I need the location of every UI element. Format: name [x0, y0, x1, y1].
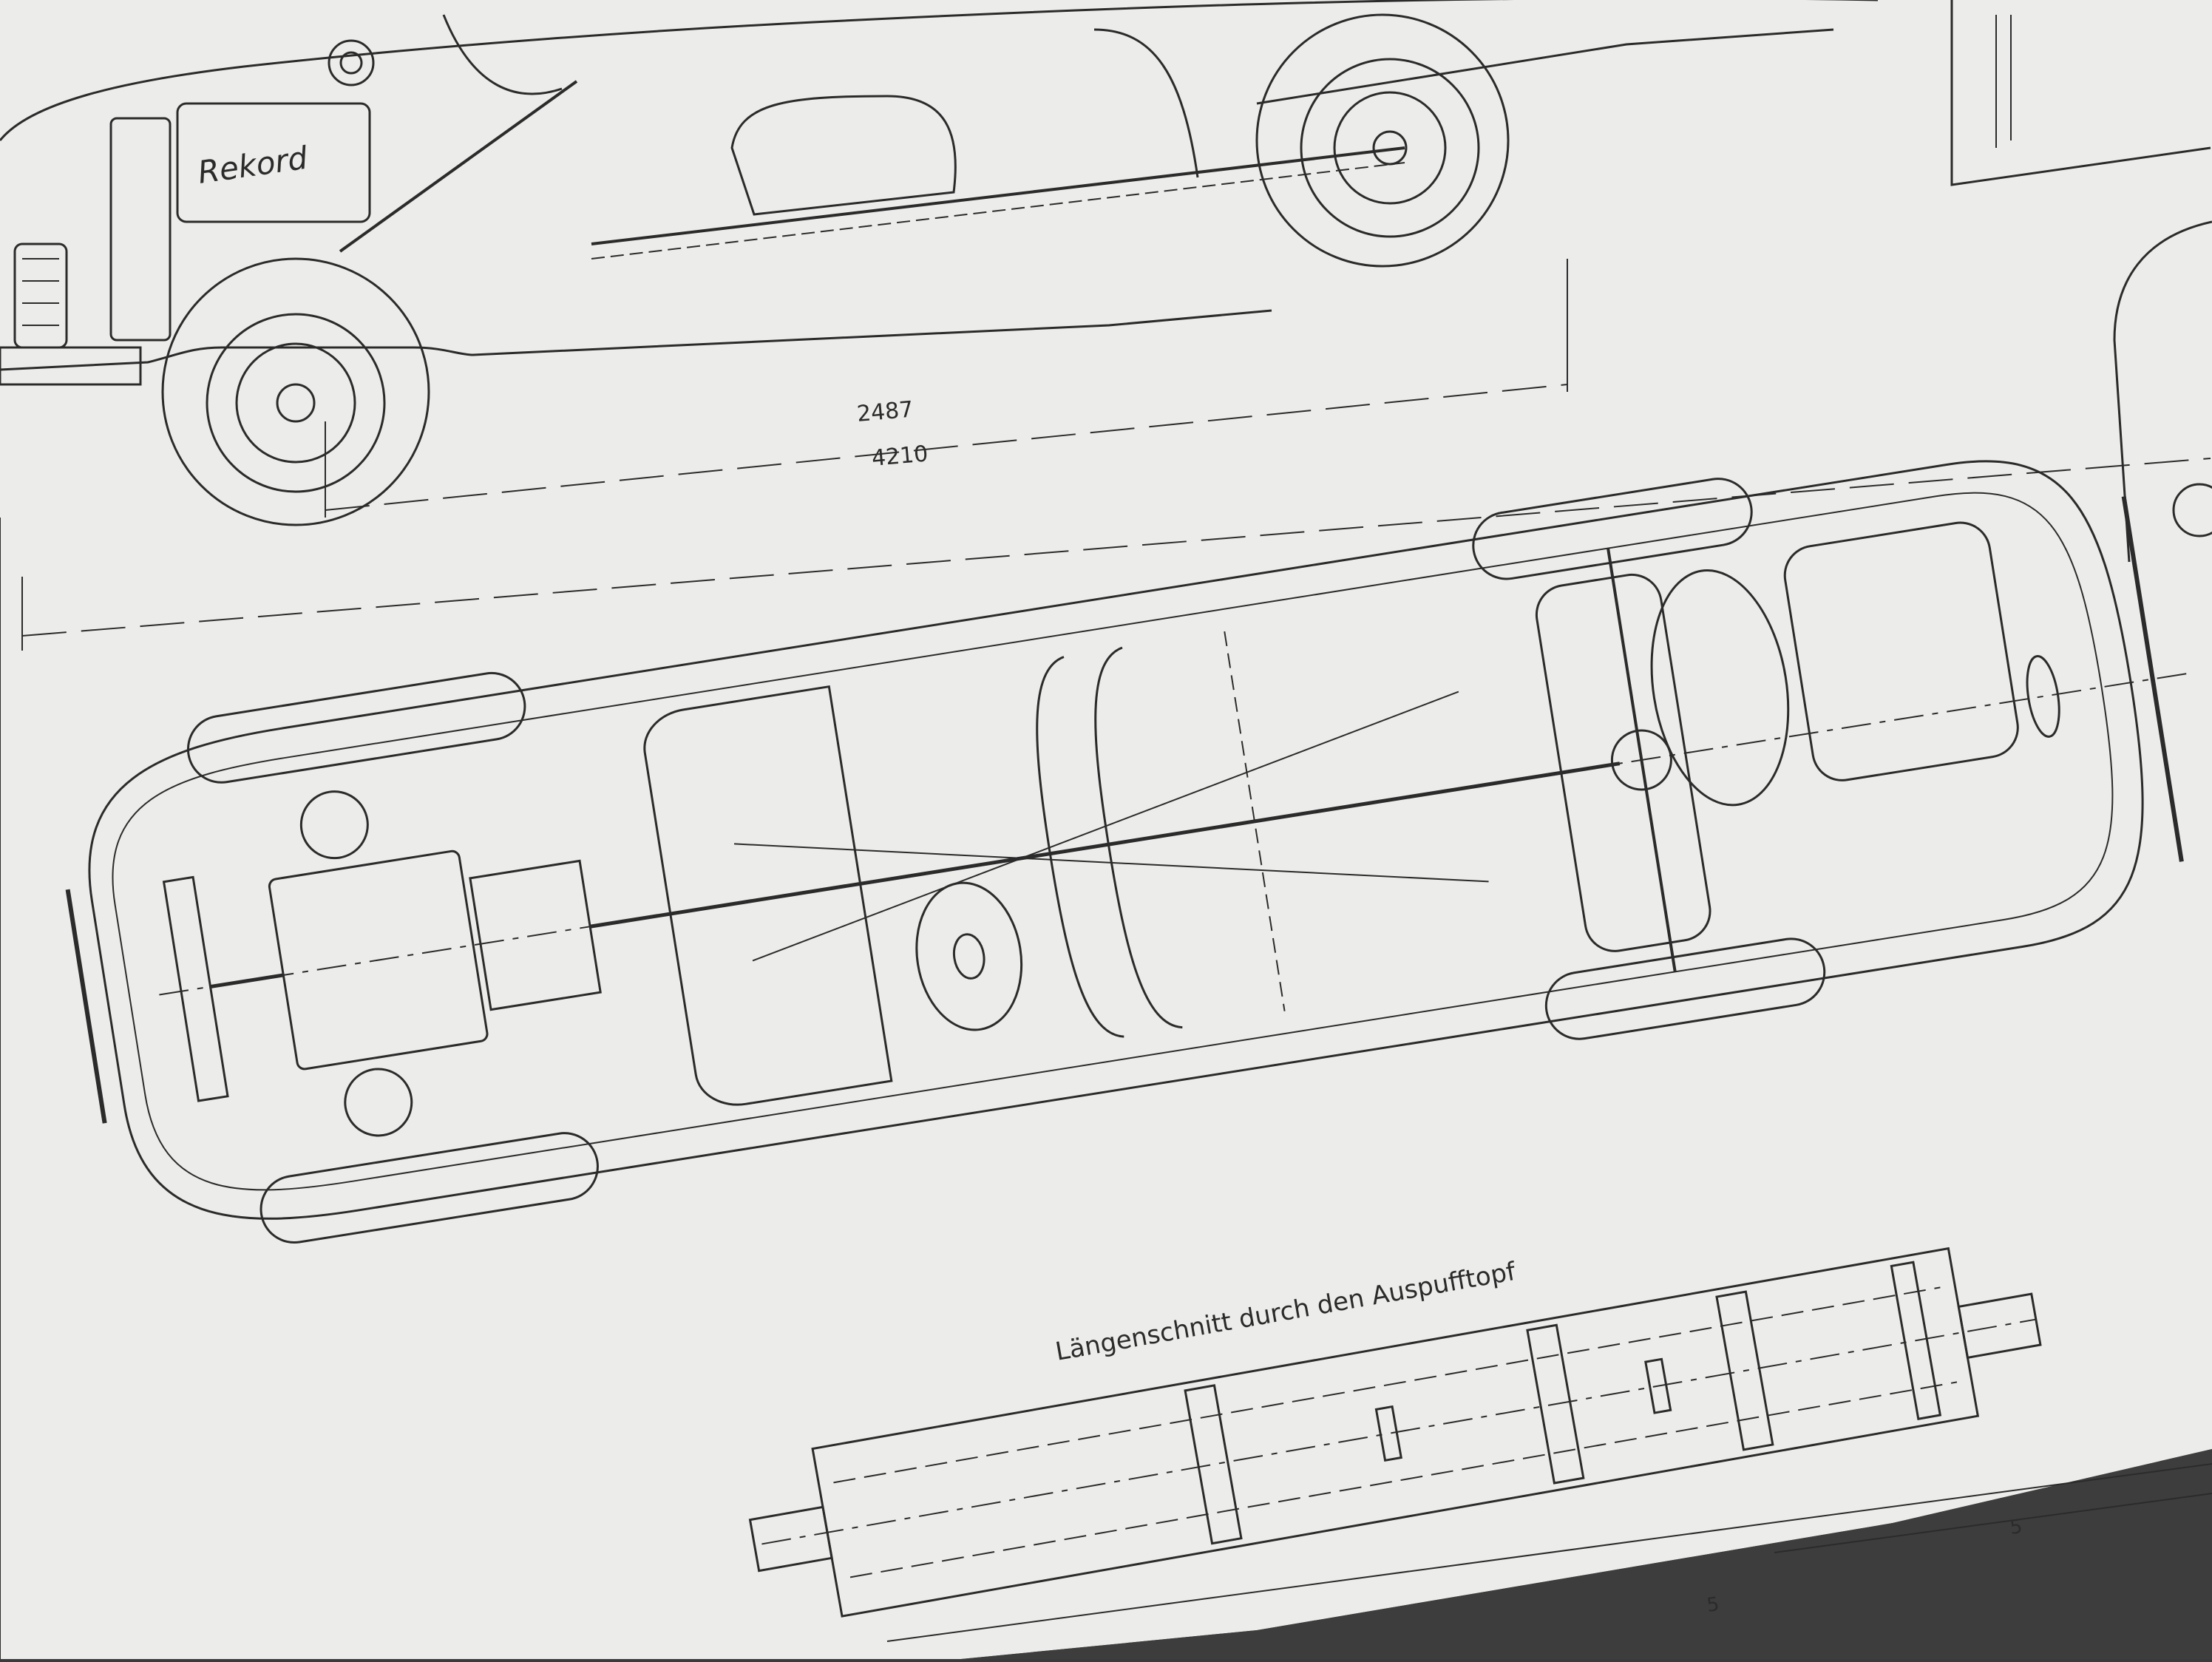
muffler-inlet-pipe	[748, 1505, 833, 1573]
scale-rule-line-1	[886, 1463, 2212, 1642]
scale-rule	[886, 1463, 2212, 1642]
muffler-baffle-1	[1184, 1384, 1243, 1545]
muffler-end-cap	[1890, 1261, 1942, 1420]
rear-spring	[1256, 28, 1834, 105]
rear-wheel-rim	[1333, 91, 1447, 205]
plan-spare-wheel	[1650, 569, 1790, 807]
front-bumper	[0, 346, 142, 386]
plan-steering-hub	[952, 933, 985, 980]
muffler-perforation-2	[1644, 1357, 1672, 1414]
plan-front-left-wheel	[186, 671, 526, 784]
muffler-inner-pipes	[833, 1286, 1958, 1578]
rear-view-fragment	[1950, 0, 2211, 186]
rear-wheel	[1300, 58, 1480, 238]
muffler-outlet-pipe	[1957, 1292, 2042, 1360]
air-filter	[328, 39, 375, 87]
propeller-shaft	[591, 146, 1405, 245]
muffler-baffle-3	[1715, 1290, 1774, 1451]
wheelbase-extension-lines	[325, 259, 1568, 518]
plan-differential	[1610, 729, 1672, 791]
plan-firewall-area	[643, 685, 893, 1106]
plan-brake-cables	[733, 691, 1489, 962]
plan-view-drawing	[65, 460, 2190, 1244]
plan-front-right-wheel	[259, 1132, 599, 1244]
front-wheel-hub	[276, 383, 316, 423]
propeller-shaft-centerline	[591, 162, 1405, 260]
steering-column	[339, 80, 578, 253]
muffler-baffle-2	[1526, 1323, 1585, 1485]
front-view-headlamp	[2172, 483, 2212, 537]
side-view-drawing	[0, 0, 2212, 651]
length-dimension-line	[21, 458, 2211, 637]
plan-rear-axle	[1607, 548, 1677, 972]
wheelbase-dimension-text: 2487	[856, 396, 915, 427]
plan-front-bumper	[65, 889, 107, 1124]
radiator	[109, 117, 172, 342]
rear-seat-side	[1093, 28, 1199, 178]
plan-rear-left-wheel	[1472, 478, 1753, 580]
plan-centerline	[159, 672, 2190, 996]
engine-block	[176, 102, 371, 223]
side-roofline	[0, 0, 1878, 141]
rear-wheel-arch	[1255, 13, 1510, 268]
plan-rear-right-wheel	[1544, 937, 1826, 1040]
front-view-fragment	[2113, 220, 2212, 563]
muffler-section-drawing	[748, 1246, 2042, 1618]
plan-rear-bumper	[2121, 496, 2184, 862]
muffler-perforation-1	[1374, 1405, 1402, 1462]
plan-front-left-suspension	[299, 790, 369, 860]
wheelbase-dimension-line	[325, 384, 1568, 511]
front-seat-side	[730, 95, 957, 216]
front-wheel	[206, 313, 386, 493]
front-wheel-rim	[235, 342, 356, 464]
scale-mark-1: 5	[1706, 1593, 1721, 1617]
scale-mark-2: 5	[2009, 1516, 2024, 1539]
overall-length-dimension-text: 4210	[871, 441, 929, 472]
steering-wheel-side	[442, 14, 563, 95]
plan-trunk-lid	[1783, 521, 2019, 781]
rear-view-detail	[1995, 15, 2012, 148]
front-wheel-arch	[161, 257, 430, 526]
air-filter-core	[339, 51, 363, 75]
plan-front-right-suspension	[344, 1068, 413, 1137]
muffler-centerline	[761, 1318, 2037, 1545]
scale-rule-line-2	[1774, 1493, 2212, 1553]
plan-rear-emblem	[2026, 655, 2060, 738]
grille-bars	[22, 258, 59, 326]
floor-corner	[961, 1449, 2212, 1659]
rear-wheel-hub	[1372, 130, 1408, 166]
